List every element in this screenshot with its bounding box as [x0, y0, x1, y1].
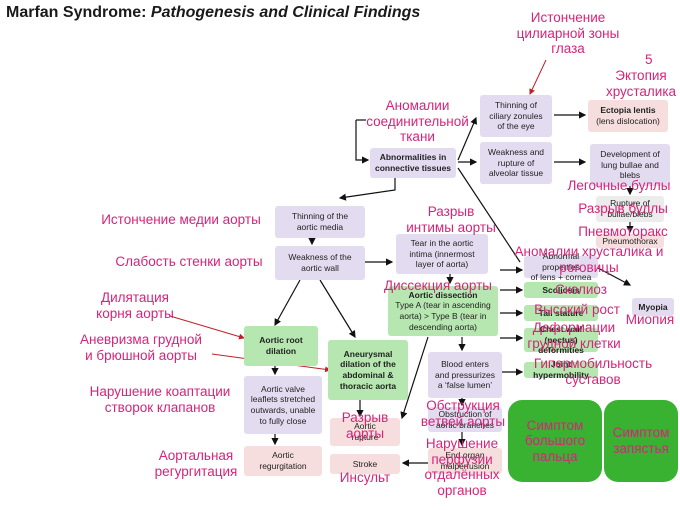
- box-chest-wall-deformities: Chest wall (pectus) deformities: [524, 324, 598, 355]
- title-subtitle: Pathogenesis and Clinical Findings: [150, 4, 421, 21]
- box-blood-false-lumen: Blood enters and pressurizes a ‘false lu…: [428, 352, 502, 398]
- box-abnormalities-connective-tissue: Abnormalities in connective tissues: [370, 148, 456, 178]
- box-myopia: Myopia: [632, 298, 674, 316]
- annotation-tall-stature: Высокий рост: [534, 302, 620, 317]
- page-title: Marfan Syndrome: Pathogenesis and Clinic…: [6, 4, 420, 22]
- annotation-tear-intima: Разрыв интимы аорты: [406, 204, 496, 235]
- annotation-perfusion: Нарушение перфузии отдалённых органов: [424, 436, 500, 498]
- annotation-ectopia: Эктопия хрусталика: [605, 68, 677, 99]
- annotation-regurgitation: Аортальная регургитация: [154, 448, 238, 479]
- annotation-aortic-rupture: Разрыв аорты: [341, 410, 389, 441]
- annotation-joint-hypermobility: Гипермобильность суставов: [533, 356, 653, 387]
- annotation-scoliosis: Сколиоз: [555, 282, 607, 297]
- annotation-obstruction: Обструкция ветвей аорты: [420, 398, 506, 429]
- dissection-title: Aortic dissection: [408, 289, 478, 300]
- box-weakness-aortic-wall: Weakness of the aortic wall: [275, 246, 365, 280]
- box-aortic-dissection: Aortic dissection Type A (tear in ascend…: [388, 286, 498, 336]
- annotation-rupture-bullae: Разрыв буллы: [578, 201, 668, 216]
- box-stroke: Stroke: [330, 454, 400, 474]
- box-abnormal-lens-cornea: Abnormal properties of lens + cornea: [524, 251, 598, 282]
- ectopia-title: Ectopia lentis: [600, 105, 656, 116]
- box-aortic-regurgitation: Aortic regurgitation: [244, 446, 322, 476]
- box-aortic-rupture: Aortic rupture: [330, 418, 400, 446]
- annotation-connective-tissue: Аномалии соединительной ткани: [366, 98, 469, 145]
- box-weakness-alveolar-tissue: Weakness and rupture of alveolar tissue: [480, 142, 552, 184]
- dissection-body: Type A (tear in ascending aorta) > Type …: [395, 300, 491, 332]
- annotation-ciliary: Истончение цилиарной зоны глаза: [516, 10, 620, 57]
- blob-thumb-sign: Симптом большого пальца: [508, 400, 602, 482]
- box-thinning-aortic-media: Thinning of the aortic media: [275, 206, 365, 238]
- annotation-thinning-media: Истончение медии аорты: [101, 212, 261, 227]
- annotation-lens-cornea: Аномалии хрусталика и роговицы: [514, 244, 664, 275]
- box-valve-leaflets-stretched: Aortic valve leaflets stretched outwards…: [244, 376, 322, 434]
- page-number: 5: [645, 52, 653, 67]
- annotation-pneumothorax: Пневмоторакс: [578, 224, 668, 239]
- annotation-dissection: Диссекция аорты: [383, 278, 493, 293]
- box-joint-hypermobility: Joint hypermobility: [524, 359, 598, 380]
- blob-wrist-sign: Симптом запястья: [604, 400, 678, 482]
- box-tear-aortic-intima: Tear in the aortic intima (innermost lay…: [396, 234, 488, 274]
- annotation-myopia: Миопия: [625, 312, 675, 327]
- title-main: Marfan Syndrome:: [6, 4, 147, 21]
- box-obstruction-aortic-branches: Obstruction of aortic branches: [428, 407, 502, 432]
- annotation-valve-coaptation: Нарушение коаптации створок клапанов: [89, 384, 231, 415]
- box-thinning-ciliary-zonules: Thinning of ciliary zonules of the eye: [480, 95, 552, 137]
- box-scoliosis: Scoliosis: [524, 282, 598, 298]
- annotation-stroke: Инсульт: [339, 470, 391, 485]
- annotation-bullae: Легочные буллы: [567, 178, 671, 193]
- box-tall-stature: Tall stature: [524, 305, 598, 321]
- box-aortic-root-dilation: Aortic root dilation: [244, 326, 318, 366]
- box-pneumothorax: Pneumothorax: [596, 234, 664, 248]
- annotation-aneurysm: Аневризма грудной и брюшной аорты: [80, 332, 202, 363]
- box-lung-bullae-blebs: Development of lung bullae and blebs: [590, 144, 670, 186]
- box-end-organ-malperfusion: End organ malperfusion: [428, 448, 502, 474]
- ectopia-subtitle: (lens dislocation): [596, 116, 660, 126]
- box-ectopia-lentis: Ectopia lentis (lens dislocation): [588, 100, 668, 132]
- box-aneurysmal-dilation: Aneurysmal dilation of the abdominal & t…: [328, 340, 408, 400]
- annotation-chest-wall: Деформации грудной клетки: [527, 320, 621, 351]
- annotation-weakness-wall: Слабость стенки аорты: [115, 254, 263, 269]
- annotation-root-dilation: Дилятация корня аорты: [96, 290, 174, 321]
- box-rupture-bullae: Rupture of bullae/blebs: [596, 196, 664, 222]
